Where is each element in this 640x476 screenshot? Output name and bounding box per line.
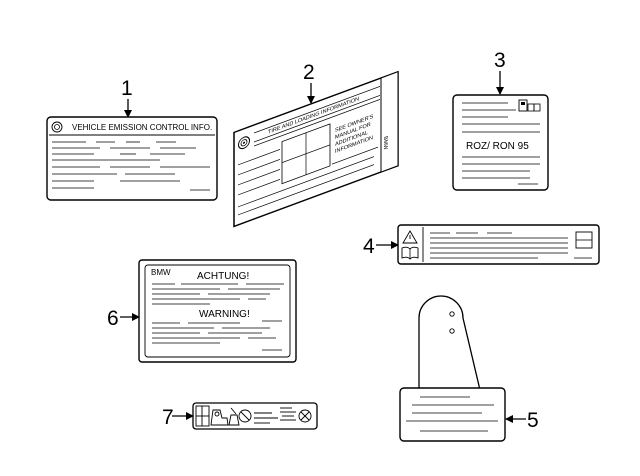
label-4-text-lines: [430, 232, 592, 259]
label-7-body: [192, 402, 318, 430]
label-1-body: [46, 116, 218, 201]
label-5-hole-bottom: [449, 328, 455, 334]
callout-6: 6: [107, 307, 119, 330]
circle-icon: [51, 121, 63, 133]
label-5-hang-tag[interactable]: 5: [399, 295, 539, 442]
label-5-tag-tab: [418, 295, 481, 391]
label-4-body: [397, 224, 600, 265]
label-3-text-lines: [462, 102, 540, 185]
callout-1: 1: [121, 77, 133, 100]
label-6-text-lines-bottom: [152, 320, 282, 351]
label-1-title: VEHICLE EMISSION CONTROL INFO.: [72, 123, 212, 132]
label-5-text-lines: [406, 396, 498, 432]
label-2-side-strip: [380, 71, 399, 173]
label-6-heading-1: ACHTUNG!: [197, 271, 249, 282]
callout-4: 4: [363, 235, 375, 258]
label-2-brand: BMW: [382, 135, 388, 151]
label-3-octane-text: ROZ/ RON 95: [466, 141, 529, 152]
label-6-inner-border: [144, 264, 291, 358]
label-1-text-lines: [52, 141, 210, 191]
callout-7: 7: [162, 406, 174, 429]
warning-triangle-icon: [402, 230, 418, 244]
label-6-brand: BMW: [151, 268, 171, 277]
label-3-body: [452, 94, 549, 191]
label-4-warning-strip[interactable]: 4: [363, 224, 600, 265]
label-3-fuel-octane[interactable]: 3 ROZ/ RON 95: [452, 49, 549, 191]
label-5-body: [399, 387, 506, 442]
manual-book-icon: [401, 246, 419, 260]
manual-book-icon: [527, 103, 541, 112]
label-7-airbag-pictograms[interactable]: 7: [162, 402, 318, 430]
callout-5: 5: [527, 409, 539, 432]
fuel-pump-icon: [518, 99, 528, 112]
label-1-emission-control[interactable]: 1 VEHICLE EMISSION CONTROL INFO.: [46, 77, 218, 201]
label-6-text-lines-top: [152, 283, 284, 305]
callout-2: 2: [303, 61, 315, 84]
label-6-heading-2: WARNING!: [199, 309, 250, 320]
callout-3: 3: [494, 49, 506, 72]
airbag-child-seat-warning-icons: [195, 405, 312, 427]
label-6-body: [138, 259, 297, 363]
tire-valve-icon: [238, 136, 250, 150]
label-2-tire-loading[interactable]: 2 BMW TIRE AND LOADING INFORMATION: [233, 61, 399, 228]
label-6-achtung-warning[interactable]: 6 BMW ACHTUNG! WARNING!: [107, 259, 297, 363]
label-5-hole-top: [449, 311, 455, 317]
